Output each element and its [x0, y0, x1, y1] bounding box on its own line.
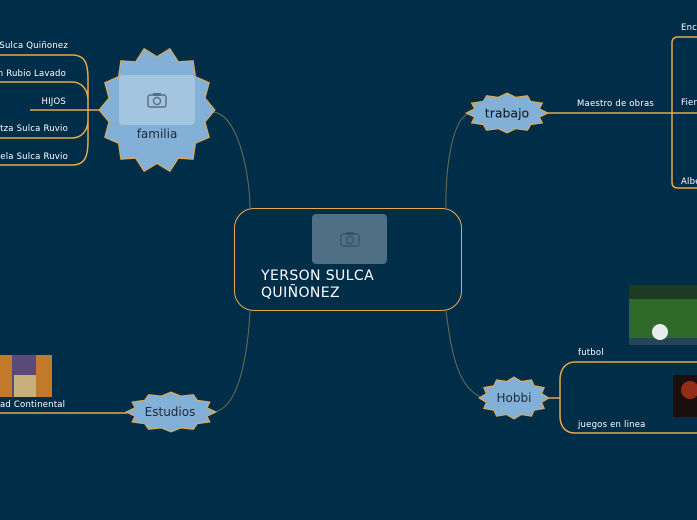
trabajo-branch-lines — [547, 36, 697, 189]
familia-branch-lines — [0, 54, 100, 166]
familia-child[interactable]: tza Sulca Ruvio — [0, 124, 68, 134]
topic-familia[interactable]: familia — [136, 127, 178, 141]
trabajo-star-shape[interactable] — [464, 92, 550, 134]
hobbi-child-juegos[interactable]: juegos en linea — [578, 420, 646, 430]
estudios-star-shape[interactable] — [124, 391, 218, 433]
topic-trabajo[interactable]: trabajo — [484, 105, 530, 121]
topic-hobbi[interactable]: Hobbi — [496, 391, 532, 405]
university-image — [0, 355, 52, 397]
soccer-image — [629, 285, 697, 345]
connector-familia — [212, 111, 251, 209]
hobbi-child-futbol[interactable]: futbol — [578, 348, 604, 358]
familia-child[interactable]: ela Sulca Ruvio — [0, 152, 68, 162]
connector-estudios — [213, 310, 251, 413]
familia-image-placeholder[interactable] — [119, 75, 195, 125]
trabajo-grandchild[interactable]: Albe — [681, 177, 697, 187]
connector-trabajo — [445, 112, 471, 209]
topic-estudios[interactable]: Estudios — [144, 405, 196, 419]
hobbi-branch-lines — [548, 361, 697, 434]
hobbi-star-shape[interactable] — [478, 376, 550, 420]
connector-hobbi — [445, 310, 485, 399]
familia-child-hijos[interactable]: HIJOS — [41, 97, 66, 107]
image-placeholder[interactable] — [312, 214, 387, 264]
camera-icon — [339, 232, 360, 247]
familia-child[interactable]: Sulca Quiñonez — [0, 41, 68, 51]
camera-icon — [147, 93, 167, 108]
game-image — [673, 375, 697, 417]
estudios-child[interactable]: ad Continental — [0, 400, 66, 410]
trabajo-grandchild[interactable]: Fier — [681, 98, 697, 108]
trabajo-grandchild[interactable]: Enc — [681, 23, 697, 33]
familia-child[interactable]: n Rubio Lavado — [0, 69, 66, 79]
trabajo-child[interactable]: Maestro de obras — [577, 99, 654, 109]
